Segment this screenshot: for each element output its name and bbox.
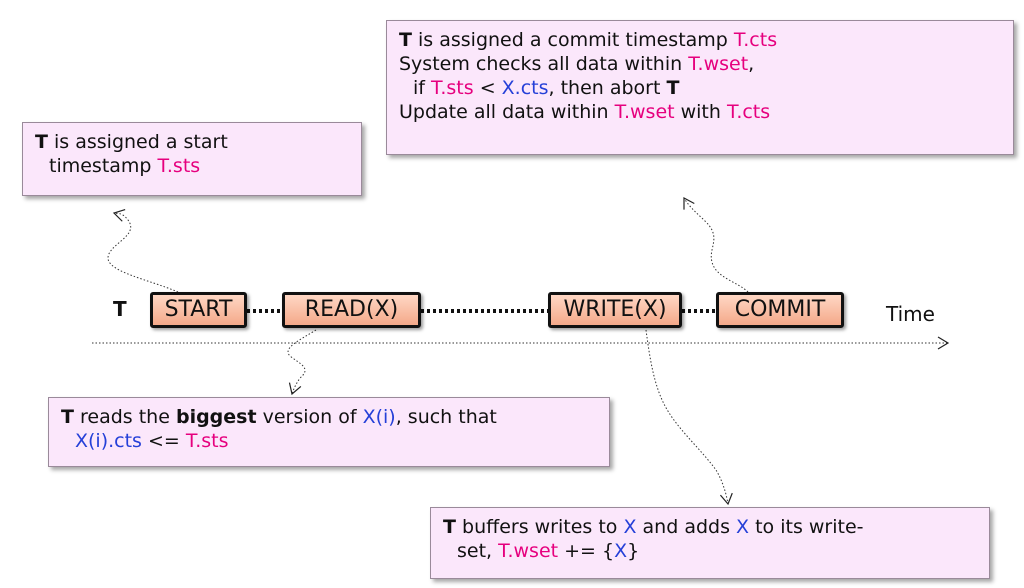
note-t: T — [61, 406, 74, 428]
x-var: X — [614, 540, 628, 562]
note-text: Update all data within — [399, 101, 615, 123]
note-t: T — [443, 516, 456, 538]
step-read: READ(X) — [282, 292, 421, 328]
note-text: and adds — [636, 516, 737, 538]
step-commit: COMMIT — [716, 292, 844, 328]
start-timestamp-var: T.sts — [185, 430, 229, 452]
time-label: Time — [886, 302, 935, 326]
note-text: } — [627, 540, 640, 562]
x-i-var: X(i) — [362, 406, 396, 428]
arrow-write-note — [645, 329, 733, 506]
x-var: X — [623, 516, 637, 538]
note-text: to its write- — [749, 516, 864, 538]
write-set-var: T.wset — [498, 540, 559, 562]
note-text: , then abort — [548, 77, 667, 99]
note-t: T — [666, 77, 680, 99]
step-write: WRITE(X) — [548, 292, 682, 328]
note-text: <= — [141, 430, 186, 452]
note-text: set, — [457, 540, 499, 562]
x-i-cts-var: X(i).cts — [75, 430, 142, 452]
arrow-commit-note — [683, 197, 749, 293]
note-write: T buffers writes to X and adds X to its … — [430, 507, 990, 579]
arrow-start-note — [107, 209, 179, 293]
commit-timestamp-var: T.cts — [726, 101, 771, 123]
note-read: T reads the biggest version of X(i), suc… — [48, 397, 610, 467]
note-text: timestamp — [49, 155, 158, 177]
commit-timestamp-var: T.cts — [733, 29, 778, 51]
start-timestamp-var: T.sts — [157, 155, 201, 177]
note-text: System checks all data within — [399, 53, 689, 75]
note-t: T — [35, 131, 48, 153]
note-text: += { — [558, 540, 615, 562]
note-text: if — [413, 77, 432, 99]
note-start-timestamp: T is assigned a start timestamp T.sts — [22, 122, 362, 196]
x-var: X — [736, 516, 750, 538]
note-text: , — [748, 53, 755, 75]
note-text: with — [674, 101, 727, 123]
note-t: T — [399, 29, 412, 51]
note-text: , such that — [395, 406, 497, 428]
note-text: is assigned a start — [47, 131, 228, 153]
step-start: START — [150, 292, 247, 328]
note-commit: T is assigned a commit timestamp T.cts S… — [386, 20, 1014, 155]
write-set-var: T.wset — [688, 53, 749, 75]
write-set-var: T.wset — [614, 101, 675, 123]
transaction-label: T — [113, 297, 127, 321]
note-text: version of — [256, 406, 363, 428]
biggest-word: biggest — [175, 406, 257, 428]
arrow-read-note — [287, 329, 317, 396]
note-text: is assigned a commit timestamp — [411, 29, 734, 51]
start-timestamp-var: T.sts — [431, 77, 474, 99]
x-cts-var: X.cts — [501, 77, 549, 99]
note-text: < — [473, 77, 502, 99]
note-text: buffers writes to — [455, 516, 624, 538]
note-text: reads the — [73, 406, 176, 428]
